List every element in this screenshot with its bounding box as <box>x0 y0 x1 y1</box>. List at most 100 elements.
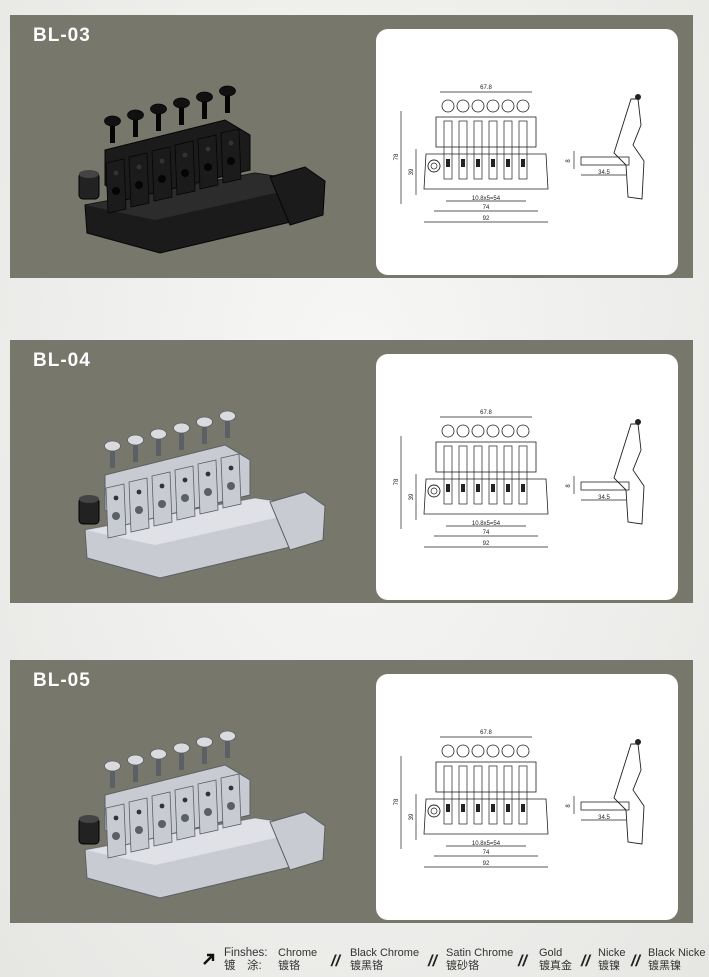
saddle-clamp <box>491 484 495 492</box>
saddle-clamp <box>506 804 510 812</box>
fine-tuner-circle <box>486 744 500 758</box>
front-body-outline <box>435 441 537 473</box>
bridge-highlight <box>85 818 320 865</box>
fine-tuner-circle <box>516 99 530 113</box>
fine-tuner-knob <box>219 410 236 422</box>
bridge-highlight <box>85 498 320 545</box>
saddle-bolt <box>181 169 189 177</box>
string-hole <box>182 477 188 483</box>
front-baseplate-outline <box>423 153 549 190</box>
saddle-outline <box>503 445 513 505</box>
finish-name-cn: 镀砂铬 <box>446 960 479 972</box>
product-photo <box>78 730 326 899</box>
arm-socket-top <box>79 495 99 503</box>
saddle <box>128 797 150 853</box>
saddle-outline <box>458 765 468 825</box>
saddle <box>220 453 242 509</box>
tuner-screw <box>202 99 207 119</box>
saddle-clamp <box>521 159 525 167</box>
saddle <box>105 158 127 214</box>
string-hole <box>113 170 119 176</box>
tuner-screw <box>225 738 230 758</box>
saddle-clamp <box>506 484 510 492</box>
front-baseplate-outline <box>423 478 549 515</box>
fine-tuner-circle <box>471 424 485 438</box>
string-hole <box>228 465 234 471</box>
arm-socket-top <box>79 815 99 823</box>
fine-tuner-circle <box>486 424 500 438</box>
fine-tuner-knob <box>127 434 144 446</box>
arm-socket-inner <box>430 162 438 170</box>
fine-tuner-circle <box>471 99 485 113</box>
dimension-74: 74 <box>483 530 490 536</box>
mount-plate <box>269 491 326 551</box>
tuner-screw <box>179 750 184 770</box>
tuner-screw <box>202 744 207 764</box>
tuner-screw <box>110 448 115 468</box>
side-stud <box>580 481 630 491</box>
finishes-label-cn: 镀 涂: <box>224 960 262 972</box>
product-photo <box>78 85 326 254</box>
saddle <box>197 134 219 190</box>
front-body-outline <box>435 116 537 148</box>
finishes-label: Finshes: 镀 涂: <box>224 947 267 973</box>
saddle-outline <box>473 120 483 180</box>
string-hole <box>136 809 142 815</box>
string-hole <box>205 146 211 152</box>
dimension-top: 67.8 <box>480 410 492 416</box>
saddle <box>151 791 173 847</box>
dimension-92: 92 <box>483 541 490 547</box>
saddle-outline <box>518 765 528 825</box>
fine-tuner-circle <box>516 744 530 758</box>
saddle-outline <box>458 445 468 505</box>
separator: // <box>581 953 590 970</box>
string-hole <box>159 803 165 809</box>
saddle <box>128 152 150 208</box>
saddle <box>220 128 242 184</box>
tuner-screw <box>110 123 115 143</box>
side-tuner-knob <box>635 94 641 100</box>
saddle-clamp <box>446 804 450 812</box>
saddle-bolt <box>112 187 120 195</box>
fine-tuner-circle <box>441 424 455 438</box>
tuner-screw <box>110 768 115 788</box>
separator: // <box>518 953 527 970</box>
dimension-height: 78 <box>394 798 400 805</box>
side-tuner-knob <box>635 739 641 745</box>
saddle <box>105 803 127 859</box>
arm-socket-inner <box>430 807 438 815</box>
fine-tuner-circle <box>456 99 470 113</box>
saddle-bolt <box>227 157 235 165</box>
saddle-outline <box>443 120 453 180</box>
fine-tuner-knob <box>219 85 236 97</box>
finish-name-en: Gold <box>539 947 563 959</box>
saddle-bolt <box>227 482 235 490</box>
saddle-outline <box>443 445 453 505</box>
saddle-clamp <box>476 484 480 492</box>
finishes-legend: Finshes: 镀 涂: Chrome 镀铬 // Black Chrome … <box>200 944 705 976</box>
string-hole <box>159 158 165 164</box>
saddle-clamp <box>491 804 495 812</box>
finish-name-en: Black Nicke <box>648 947 706 959</box>
finish-name-cn: 镀铬 <box>278 960 300 972</box>
saddle-bolt <box>112 512 120 520</box>
saddle-bolt <box>204 163 212 171</box>
fine-tuner-circle <box>441 99 455 113</box>
fine-tuner-knob <box>150 748 167 760</box>
fine-tuner-knob <box>127 754 144 766</box>
dimension-side-width: 34.5 <box>598 170 610 176</box>
side-stud <box>580 156 630 166</box>
saddle <box>220 773 242 829</box>
separator: // <box>631 953 640 970</box>
string-hole <box>136 489 142 495</box>
saddle-outline <box>503 120 513 180</box>
fine-tuner-knob <box>127 109 144 121</box>
string-hole <box>205 791 211 797</box>
saddle-outline <box>443 765 453 825</box>
fine-tuner-knob <box>104 115 121 127</box>
finish-name-en: Nicke <box>598 947 626 959</box>
dimension-spacing: 10.8x5=54 <box>472 521 501 527</box>
front-body-outline <box>435 761 537 793</box>
